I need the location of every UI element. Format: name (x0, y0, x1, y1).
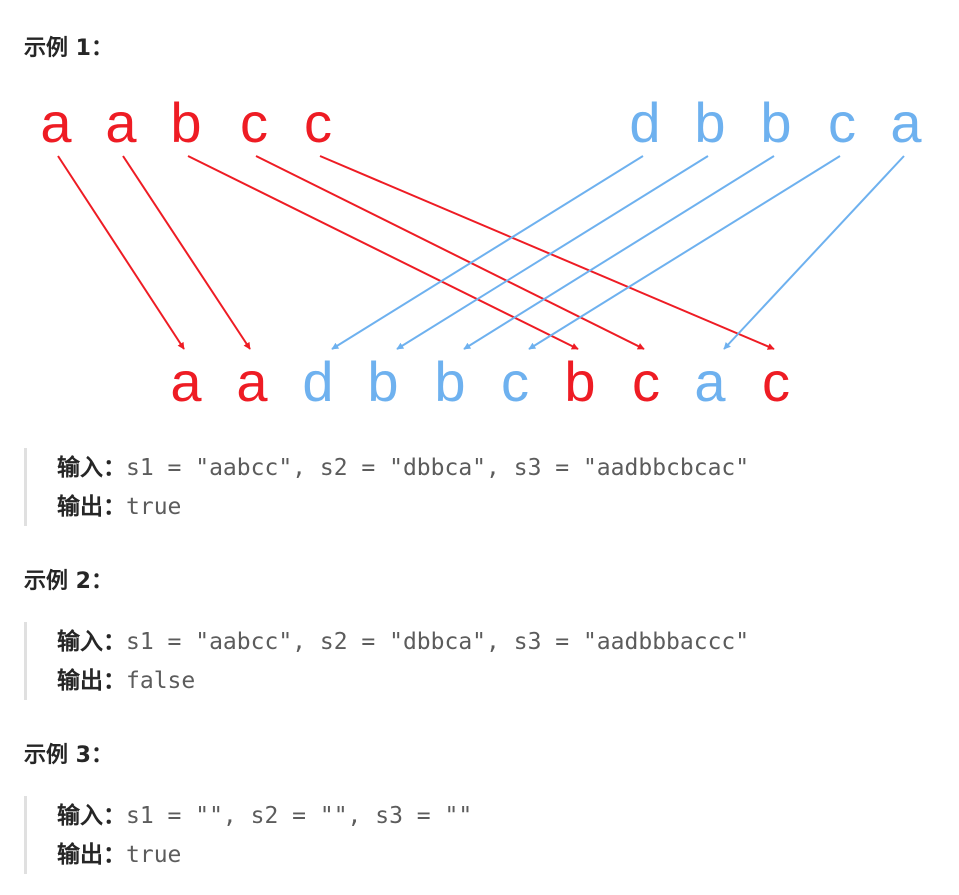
s1-letter: a (40, 91, 72, 154)
example-1-code-block: 输入：s1 = "aabcc", s2 = "dbbca", s3 = "aad… (24, 448, 749, 526)
example-2-input-line: 输入：s1 = "aabcc", s2 = "dbbca", s3 = "aad… (57, 622, 749, 661)
example-3-code-block: 输入：s1 = "", s2 = "", s3 = "" 输出：true (24, 796, 472, 874)
s2-arrow (331, 155, 644, 350)
input-label: 输入： (57, 455, 126, 481)
s1-arrow (319, 155, 775, 350)
s1-arrow (187, 155, 579, 350)
output-label: 输出： (57, 668, 126, 694)
example-1-heading-text: 示例 1： (24, 36, 113, 61)
example-1-input-line: 输入：s1 = "aabcc", s2 = "dbbca", s3 = "aad… (57, 448, 749, 487)
s2-arrow (723, 155, 905, 350)
s3-letter: a (170, 350, 202, 413)
s1-letter: c (304, 91, 332, 154)
s2-letter: d (629, 91, 660, 154)
output-label: 输出： (57, 494, 126, 520)
s2-letter: b (694, 91, 725, 154)
s3-letter: c (632, 350, 660, 413)
s1-arrow (122, 155, 251, 350)
example-1-heading: 示例 1： (24, 30, 113, 62)
input-value: s1 = "aabcc", s2 = "dbbca", s3 = "aadbbb… (126, 629, 750, 655)
input-label: 输入： (57, 803, 126, 829)
s3-letter: c (762, 350, 790, 413)
s3-letter: a (694, 350, 726, 413)
output-value: true (126, 494, 182, 520)
s2-arrow (528, 155, 841, 350)
s3-letter: d (302, 350, 333, 413)
example-2-code-block: 输入：s1 = "aabcc", s2 = "dbbca", s3 = "aad… (24, 622, 749, 700)
s3-letter: b (434, 350, 465, 413)
example-2-output-line: 输出：false (57, 661, 749, 700)
example-2-heading: 示例 2： (24, 563, 113, 595)
s2-arrow (463, 155, 775, 350)
s2-letter: b (760, 91, 791, 154)
s2-letter: a (890, 91, 922, 154)
s1-arrow (255, 155, 645, 350)
arrows-layer (57, 155, 905, 350)
s3-letter: b (367, 350, 398, 413)
s3-letter: b (564, 350, 595, 413)
s2-letter: c (828, 91, 856, 154)
input-label: 输入： (57, 629, 126, 655)
output-label: 输出： (57, 842, 126, 868)
s3-letter: c (501, 350, 529, 413)
s3-letter: a (236, 350, 268, 413)
s1-letter: a (105, 91, 137, 154)
example-3-heading: 示例 3： (24, 737, 113, 769)
s2-arrow (396, 155, 709, 350)
output-value: false (126, 668, 196, 694)
example-2-heading-text: 示例 2： (24, 569, 113, 594)
s1-arrow (57, 155, 185, 350)
input-value: s1 = "aabcc", s2 = "dbbca", s3 = "aadbbc… (126, 455, 750, 481)
example-3-heading-text: 示例 3： (24, 743, 113, 768)
output-value: true (126, 842, 182, 868)
example-3-input-line: 输入：s1 = "", s2 = "", s3 = "" (57, 796, 472, 835)
s1-letter: c (240, 91, 268, 154)
input-value: s1 = "", s2 = "", s3 = "" (126, 803, 473, 829)
example-1-output-line: 输出：true (57, 487, 749, 526)
s1-letter: b (170, 91, 201, 154)
example-3-output-line: 输出：true (57, 835, 472, 874)
